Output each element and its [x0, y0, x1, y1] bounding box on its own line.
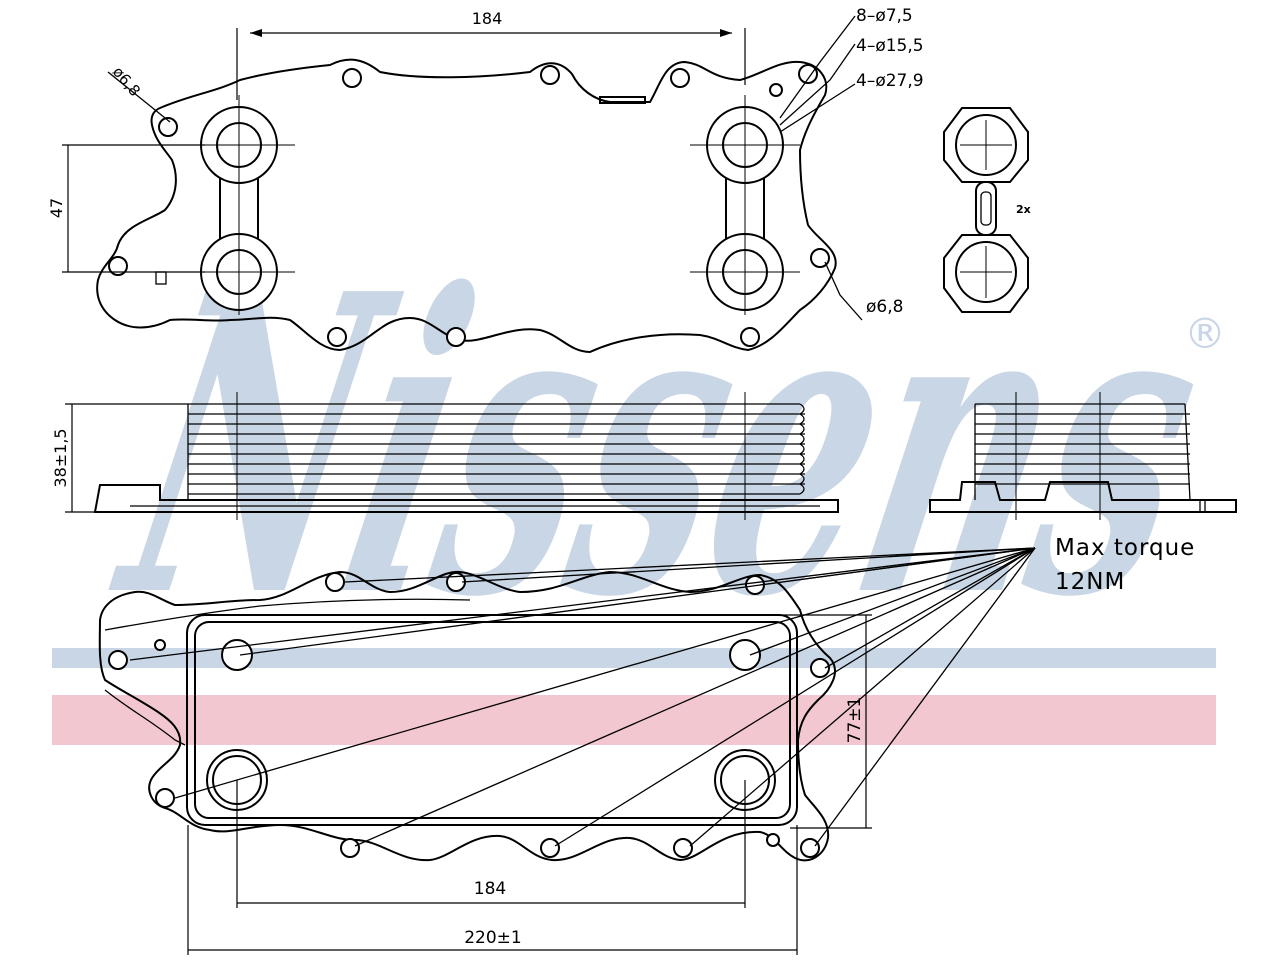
torque-leaders: [129, 547, 1036, 847]
watermark-blue-stripe: [52, 648, 1216, 668]
right-port-bridge: [725, 170, 765, 240]
dim-height-bottom-label: 77±1: [845, 697, 865, 744]
top-view-notch: [599, 96, 646, 104]
dim-outer-bottom: [187, 825, 798, 955]
side-view: 38±1,5: [51, 392, 839, 520]
dim-height-side-label: 38±1,5: [51, 428, 70, 487]
dim-height-top: [62, 144, 205, 273]
core-plate-inner: [194, 621, 791, 819]
end-view: [929, 392, 1237, 520]
brand-watermark: Nissens ®: [52, 205, 1236, 745]
dim-outer-bottom-label: 220±1: [464, 928, 522, 948]
dim-height-side: [65, 403, 188, 513]
dim-height-bottom: [745, 614, 872, 829]
top-view: 184 47 ø6,8 8–ø7,5 4–ø15,5 4–ø27,9 ø6,8: [47, 6, 924, 354]
callout-ports-outer: 4–ø27,9: [856, 71, 924, 91]
bottom-view: Max torque 12NM 77±1 184 220±1: [98, 535, 1195, 955]
watermark-pink-stripe: [52, 695, 1216, 745]
dim-inner-bottom: [236, 780, 746, 908]
bottom-small-holes: [108, 572, 830, 858]
dim-width-top-label: 184: [472, 9, 503, 28]
torque-label-line2: 12NM: [1055, 569, 1125, 595]
top-view-outline: [96, 58, 837, 354]
gasket-qty-label: 2x: [1016, 203, 1031, 216]
gasket-detail: 2x: [943, 107, 1031, 313]
side-view-fins: [187, 403, 805, 500]
watermark-wordmark: Nissens: [87, 205, 1237, 687]
dim-width-top: [236, 28, 746, 100]
registered-mark: ®: [1184, 309, 1226, 358]
dim-inner-bottom-label: 184: [474, 879, 506, 899]
callout-small-holes: 8–ø7,5: [856, 6, 913, 26]
left-port-bridge: [219, 170, 259, 240]
torque-label-line1: Max torque: [1055, 535, 1195, 561]
callout-mount-left: ø6,8: [109, 63, 144, 100]
side-view-base: [93, 484, 839, 513]
callout-mount-right: ø6,8: [866, 297, 903, 317]
bottom-view-outline: [98, 570, 836, 862]
dim-height-top-label: 47: [47, 198, 66, 218]
callout-leaders: [107, 15, 863, 321]
callout-ports-inner: 4–ø15,5: [856, 36, 924, 56]
